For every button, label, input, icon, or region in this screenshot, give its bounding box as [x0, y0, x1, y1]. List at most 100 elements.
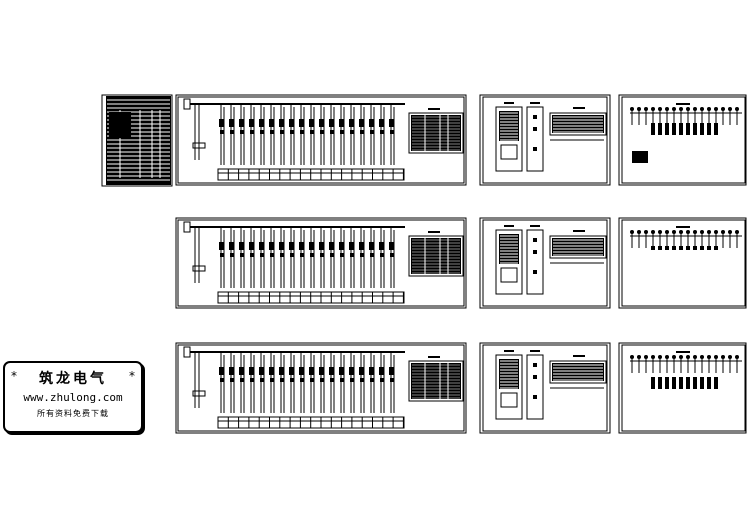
frame: [495, 106, 523, 172]
feeder-block: [693, 123, 697, 135]
single-line-diagram-3: [175, 342, 467, 434]
frame: [526, 229, 544, 295]
stamp-title: 筑龙电气: [39, 371, 107, 387]
frame: [482, 96, 608, 184]
frame: [482, 344, 608, 432]
feeder-block: [665, 123, 669, 135]
frame: [618, 217, 747, 309]
frame: [177, 344, 465, 432]
breaker: [229, 367, 234, 375]
breaker: [309, 367, 314, 375]
aux-block: [632, 151, 648, 163]
breaker: [299, 242, 304, 250]
feeder-block: [658, 246, 662, 250]
breaker: [299, 119, 304, 127]
legend-table: [411, 238, 461, 274]
breaker: [239, 242, 244, 250]
frame: [495, 354, 523, 420]
ct: [240, 130, 244, 134]
ct: [300, 130, 304, 134]
breaker: [249, 367, 254, 375]
breaker: [229, 119, 234, 127]
breaker: [319, 242, 324, 250]
feeder-block: [658, 377, 662, 389]
ct: [220, 130, 224, 134]
ct: [240, 253, 244, 257]
ct: [280, 130, 284, 134]
ct: [300, 378, 304, 382]
breaker: [249, 242, 254, 250]
feeder-block: [714, 123, 718, 135]
frame: [479, 342, 611, 434]
breaker: [299, 367, 304, 375]
breaker: [359, 242, 364, 250]
ct: [310, 253, 314, 257]
panel-table: [552, 363, 604, 381]
breaker: [389, 367, 394, 375]
stamp-url: www.zhulong.com: [23, 391, 123, 404]
breaker: [319, 119, 324, 127]
ct: [270, 253, 274, 257]
feeder-block: [672, 123, 676, 135]
ct: [340, 378, 344, 382]
breaker: [289, 242, 294, 250]
feeder-block: [672, 377, 676, 389]
breaker: [329, 242, 334, 250]
breaker: [359, 367, 364, 375]
ct: [350, 253, 354, 257]
panel-knob: [533, 238, 537, 242]
frame: [618, 342, 747, 434]
star-right: *: [129, 369, 135, 383]
breaker: [249, 119, 254, 127]
breaker: [379, 367, 384, 375]
breaker: [289, 119, 294, 127]
breaker: [339, 119, 344, 127]
frame: [621, 96, 746, 184]
breaker: [309, 119, 314, 127]
ct: [390, 130, 394, 134]
frame: [479, 94, 611, 186]
breaker: [319, 367, 324, 375]
ct: [230, 130, 234, 134]
zhulong-watermark-stamp: * * 筑龙电气 www.zhulong.com 所有资料免费下载: [3, 361, 143, 433]
star-left: *: [11, 369, 17, 383]
ct: [290, 253, 294, 257]
breaker: [349, 119, 354, 127]
breaker: [239, 367, 244, 375]
breaker: [269, 119, 274, 127]
frame: [177, 96, 465, 184]
breaker: [329, 119, 334, 127]
frame: [549, 360, 607, 384]
single-line-diagram-1: [175, 94, 467, 186]
feeder-block: [679, 123, 683, 135]
frame: [482, 219, 608, 307]
breaker: [219, 242, 224, 250]
frame: [408, 235, 464, 277]
frame: [549, 235, 607, 259]
ct: [270, 378, 274, 382]
panel-layout-2: [479, 217, 611, 309]
ct: [270, 130, 274, 134]
panel-knob: [533, 127, 537, 131]
frame: [618, 94, 747, 186]
breaker: [379, 119, 384, 127]
panel-knob: [533, 363, 537, 367]
legend-table: [411, 363, 461, 399]
frame: [192, 390, 206, 397]
ct: [380, 253, 384, 257]
feeder-block: [686, 377, 690, 389]
ct: [360, 253, 364, 257]
frame: [526, 354, 544, 420]
breaker: [359, 119, 364, 127]
system-diagram-3: [618, 342, 747, 434]
panel-knob: [533, 250, 537, 254]
feeder-block: [651, 377, 655, 389]
panel-knob: [533, 395, 537, 399]
single-line-diagram-2: [175, 217, 467, 309]
breaker: [259, 367, 264, 375]
breaker: [259, 119, 264, 127]
ct: [230, 378, 234, 382]
frame: [408, 112, 464, 154]
panel-table: [552, 115, 604, 133]
feeder-block: [665, 377, 669, 389]
